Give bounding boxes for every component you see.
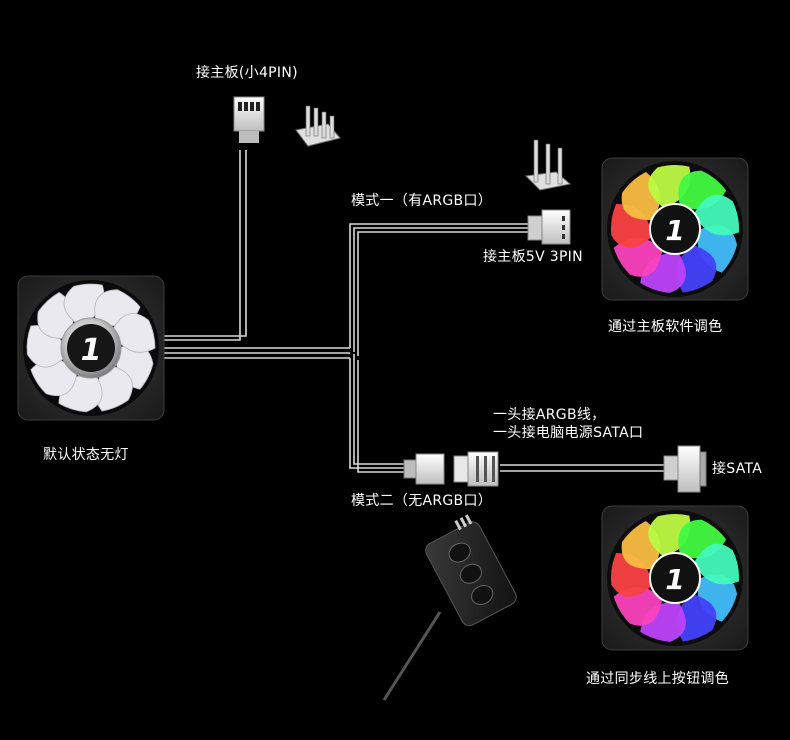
cable-mode2-b (353, 354, 406, 465)
label-default-state: 默认状态无灯 (43, 447, 129, 463)
fan-logo: 1 (81, 333, 102, 368)
label-argb-line2: 一头接电脑电源SATA口 (493, 425, 644, 441)
header-pins-icon (295, 105, 341, 147)
rgb-fan-blade (694, 543, 739, 585)
3pin-header-pins-icon (524, 139, 572, 191)
fan-logo: 1 (665, 563, 684, 596)
cables (160, 150, 665, 701)
cable-4pin-b (160, 150, 247, 337)
rgb-fan-blade (613, 586, 662, 626)
fan-blade (111, 313, 156, 353)
4pin-connector-icon (233, 96, 265, 143)
cable-4pin-a (160, 150, 241, 341)
rgb-fan-icon-mode1: 1 (601, 157, 749, 301)
controller-box-icon (425, 514, 517, 627)
rgb-fan-icon-mode2: 1 (601, 505, 749, 651)
cable-mode2-a (349, 358, 406, 469)
3pin-connector-icon (527, 209, 571, 245)
fan-icon: 1 (17, 275, 165, 421)
fan-blades (26, 283, 156, 413)
cable-mode1-b (353, 227, 528, 352)
label-argb-line1: 一头接ARGB线， (493, 407, 606, 423)
rgb-fan-blade (676, 245, 717, 293)
rgb-blades (611, 165, 739, 293)
label-sync-control: 通过同步线上按钮调色 (586, 671, 729, 687)
sata-connector-icon (663, 445, 707, 493)
label-mode1: 模式一（有ARGB口） (351, 193, 493, 209)
rgb-fan-blade (676, 594, 717, 642)
label-mb-5v: 接主板5V 3PIN (483, 249, 583, 265)
mode2-connectors-icon (403, 451, 499, 487)
label-sata: 接SATA (712, 461, 763, 477)
cable-mode2-c (357, 360, 406, 473)
rgb-fan-blade (613, 237, 662, 277)
label-mode2: 模式二（无ARGB口） (351, 493, 493, 509)
cable-controller (382, 611, 442, 701)
cable-mode1-a (349, 223, 528, 348)
fan-logo: 1 (665, 214, 684, 247)
label-mb-4pin: 接主板(小4PIN) (196, 65, 298, 81)
cable-mode1-c (357, 231, 528, 356)
label-software-control: 通过主板软件调色 (608, 319, 723, 335)
rgb-fan-blade (694, 194, 739, 236)
rgb-blades (611, 514, 739, 642)
